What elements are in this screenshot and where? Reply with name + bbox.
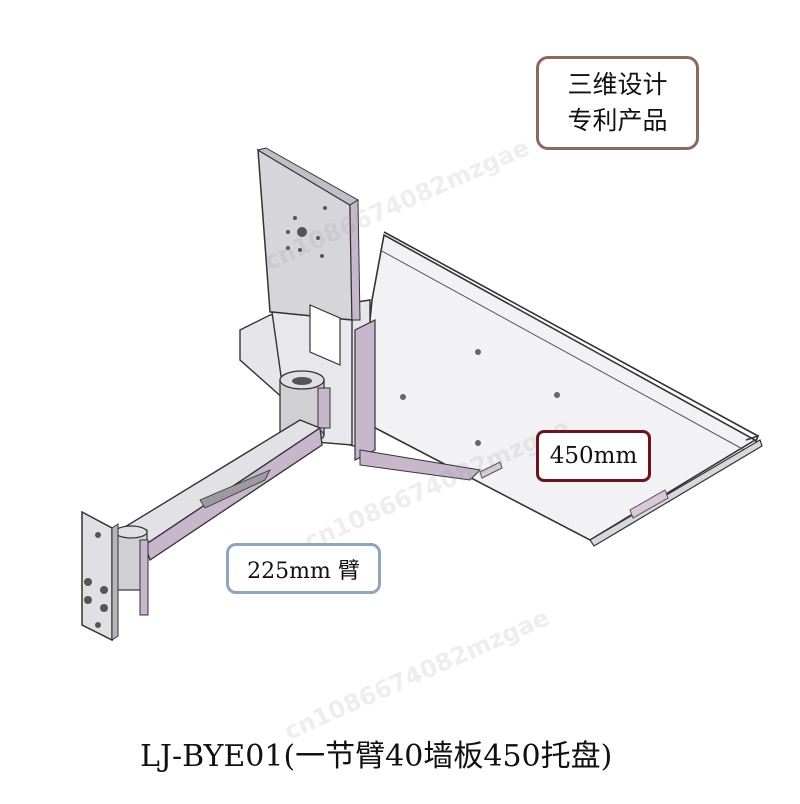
product-caption: LJ-BYE01(一节臂40墙板450托盘)	[140, 739, 613, 774]
tray-hole	[475, 349, 481, 355]
badge-line-1: 三维设计	[567, 70, 668, 99]
tray	[359, 231, 763, 547]
extension-arm	[114, 419, 323, 616]
wall-plate	[81, 510, 119, 642]
patent-badge: 三维设计 专利产品	[536, 56, 699, 150]
tray-hole	[400, 394, 406, 400]
tray-dimension-label: 450mm	[536, 430, 651, 482]
tray-hole	[475, 440, 481, 446]
arm-dimension-label: 225mm 臂	[226, 543, 381, 594]
badge-line-2: 专利产品	[567, 106, 668, 135]
tray-dimension-text: 450mm	[549, 443, 638, 469]
tray-hole	[554, 392, 560, 398]
arm-dimension-text: 225mm 臂	[247, 558, 360, 584]
